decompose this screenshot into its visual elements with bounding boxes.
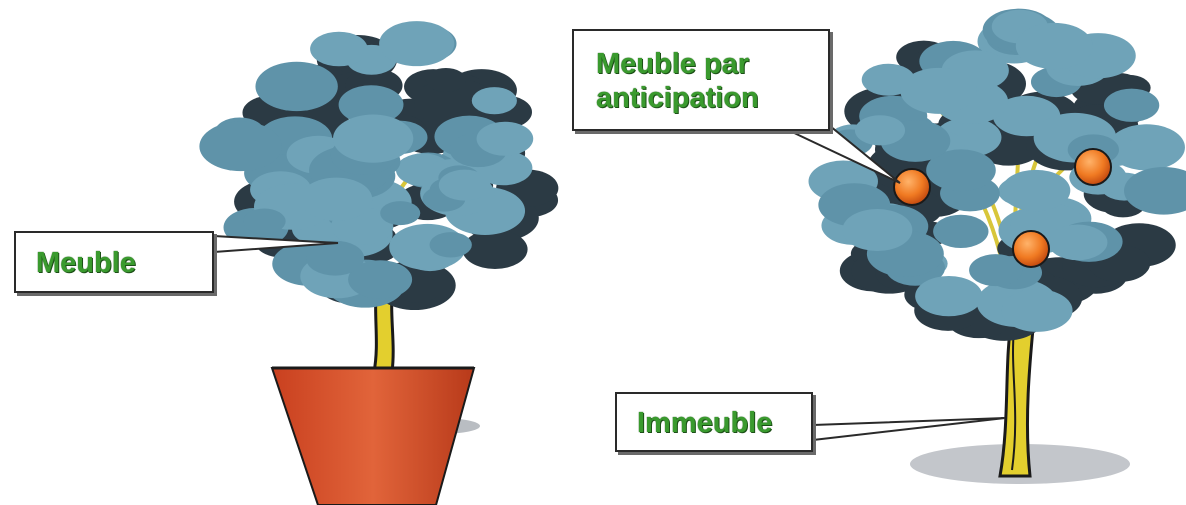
potted-tree [199, 21, 558, 505]
leaf-cluster [310, 32, 368, 67]
orange-fruit [1075, 149, 1111, 185]
leaf-cluster [969, 254, 1022, 286]
leaf-cluster [855, 115, 905, 145]
leaf-cluster [439, 170, 491, 201]
pointer-immeuble [813, 418, 1005, 440]
leaf-cluster [300, 178, 372, 221]
orange-fruit [1013, 231, 1049, 267]
leaf-cluster [199, 122, 282, 172]
flower-pot [272, 368, 474, 505]
leaf-cluster [380, 201, 420, 225]
leaf-cluster [842, 209, 912, 251]
label-meuble-par-anticipation: Meuble par anticipation [572, 29, 830, 131]
label-meuble-text: Meuble [36, 246, 212, 280]
leaf-cluster [472, 87, 517, 114]
leaf-cluster [900, 68, 977, 114]
leaf-cluster [1104, 89, 1159, 122]
label-anticipation-line2: anticipation [596, 81, 828, 115]
label-immeuble-text: Immeuble [637, 406, 811, 440]
ground-tree-foliage [809, 9, 1186, 341]
leaf-cluster [255, 62, 337, 111]
leaf-cluster [426, 68, 466, 92]
label-immeuble: Immeuble [615, 392, 813, 452]
leaf-cluster [243, 208, 286, 234]
leaf-cluster [1048, 224, 1108, 260]
orange-fruit [894, 169, 930, 205]
leaf-cluster [306, 241, 364, 276]
leaf-cluster [1001, 170, 1070, 211]
leaf-cluster [379, 21, 454, 66]
leaf-cluster [333, 115, 413, 163]
leaf-cluster [1016, 23, 1093, 69]
ground-tree-trunk [1000, 318, 1034, 476]
ground-tree [809, 9, 1186, 484]
leaf-cluster [915, 276, 982, 316]
label-anticipation-line1: Meuble par [596, 47, 828, 81]
leaf-cluster [462, 230, 527, 269]
leaf-cluster [1001, 289, 1072, 332]
leaf-cluster [477, 122, 534, 156]
leaf-cluster [430, 232, 472, 257]
leaf-cluster [933, 215, 988, 248]
label-meuble: Meuble [14, 231, 214, 293]
potted-tree-foliage [199, 21, 558, 310]
